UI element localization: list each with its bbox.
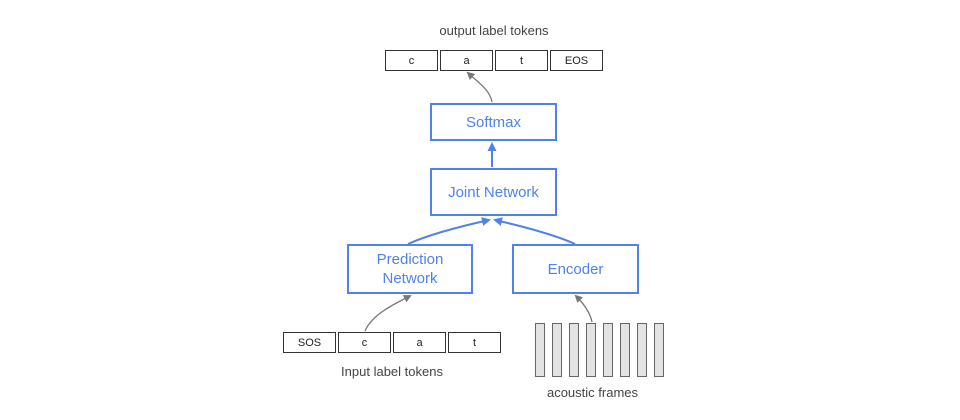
encoder-label: Encoder xyxy=(547,260,604,278)
input-token: SOS xyxy=(283,332,336,353)
acoustic-frame xyxy=(552,323,562,377)
output-token: c xyxy=(385,50,438,71)
output-tokens-caption: output label tokens xyxy=(439,23,549,38)
input-token: a xyxy=(393,332,446,353)
output-token: t xyxy=(495,50,548,71)
acoustic-frames-caption: acoustic frames xyxy=(546,385,639,400)
input-tokens-caption: Input label tokens xyxy=(341,364,443,379)
encoder-block: Encoder xyxy=(512,244,639,294)
input-to-prediction-arrow xyxy=(364,295,412,332)
acoustic-frame xyxy=(620,323,630,377)
output-token: a xyxy=(440,50,493,71)
softmax-block: Softmax xyxy=(430,103,557,141)
prediction-network-block: Prediction Network xyxy=(347,244,473,294)
encoder-to-joint-arrow xyxy=(493,217,576,245)
acoustic-frame xyxy=(535,323,545,377)
input-token: c xyxy=(338,332,391,353)
joint-network-block: Joint Network xyxy=(430,168,557,216)
acoustic-frame xyxy=(637,323,647,377)
acoustic-frame xyxy=(603,323,613,377)
softmax-label: Softmax xyxy=(465,113,522,131)
prediction-network-label: Prediction Network xyxy=(376,251,444,287)
prediction-to-joint-arrow xyxy=(407,217,491,245)
frames-to-encoder-arrow xyxy=(574,294,593,323)
acoustic-frame xyxy=(569,323,579,377)
input-token: t xyxy=(448,332,501,353)
softmax-to-output-arrow xyxy=(466,71,493,103)
acoustic-frame xyxy=(586,323,596,377)
acoustic-frame xyxy=(654,323,664,377)
output-token: EOS xyxy=(550,50,603,71)
joint-network-label: Joint Network xyxy=(448,183,539,201)
